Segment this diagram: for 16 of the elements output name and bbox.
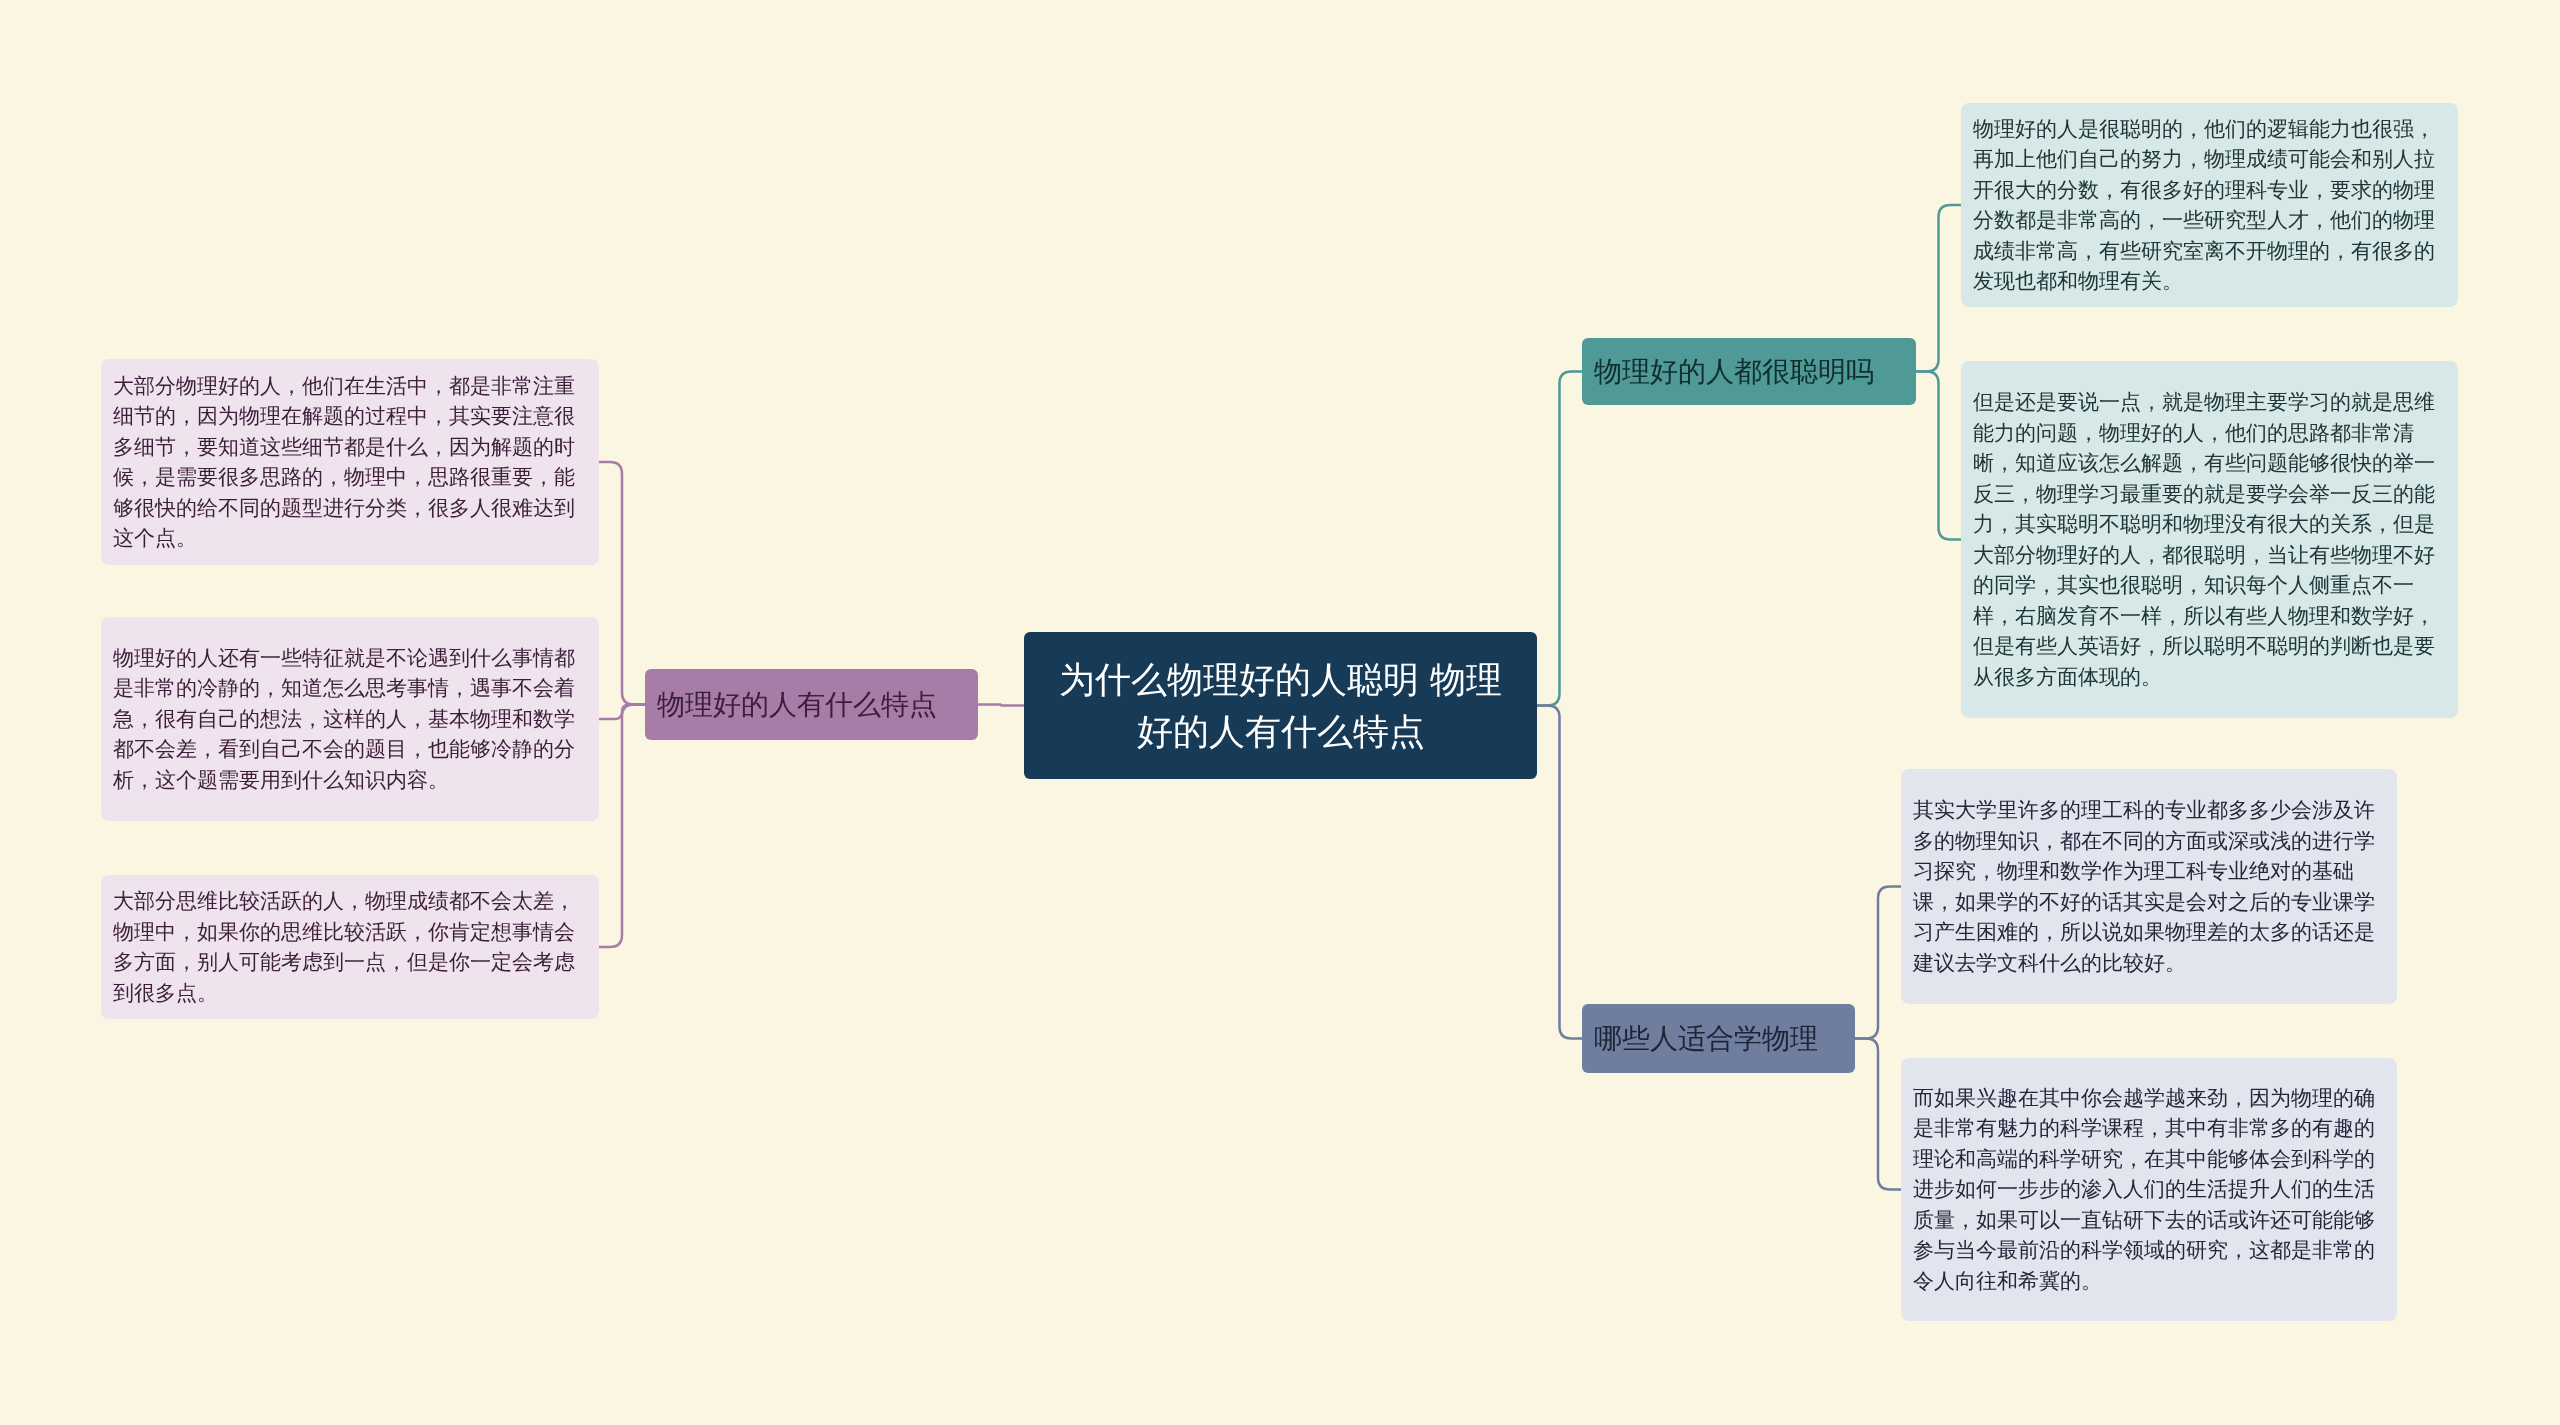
topic-box: 为什么物理好的人聪明 物理好的人有什么特点 [1024, 632, 1537, 779]
connector-line [978, 703, 1024, 707]
connector-line [1855, 1037, 1901, 1191]
note-box: 大部分物理好的人，他们在生活中，都是非常注重细节的，因为物理在解题的过程中，其实要注意很多细节，要知道这些细节都是什么，因为解题的时候，是需要很多思路的，物理中，思路很重要，能够很快的给不同的题型进行分类，很多人很难达到这个点。 [101, 359, 599, 565]
note-box: 物理好的人还有一些特征就是不论遇到什么事情都是非常的冷静的，知道怎么思考事情，遇事不会着急，很有自己的想法，这样的人，基本物理和数学都不会差，看到自己不会的题目，也能够冷静的分析，这个题需要用到什么知识内容。 [101, 617, 599, 821]
connector-line [599, 703, 645, 949]
note-box: 其实大学里许多的理工科的专业都多多少会涉及许多的物理知识，都在不同的方面或深或浅的进行学习探究，物理和数学作为理工科专业绝对的基础课，如果学的不好的话其实是会对之后的专业课学习产生困难的，所以说如果物理差的太多的话还是建议去学文科什么的比较好。 [1901, 769, 2397, 1004]
note-box: 大部分思维比较活跃的人，物理成绩都不会太差，物理中，如果你的思维比较活跃，你肯定想事情会多方面，别人可能考虑到一点，但是你一定会考虑到很多点。 [101, 875, 599, 1019]
connector-line [1916, 370, 1961, 541]
note-box: 但是还是要说一点，就是物理主要学习的就是思维能力的问题，物理好的人，他们的思路都非常清晰，知道应该怎么解题，有些问题能够很快的举一反三，物理学习最重要的就是要学会举一反三的能力，其实聪明不聪明和物理没有很大的关系，但是大部分物理好的人，都很聪明，当让有些物理不好的同学，其实也很聪明，知识每个人侧重点不一样，右脑发育不一样，所以有些人物理和数学好，但是有些人英语好，所以聪明不聪明的判断也是要从很多方面体现的。 [1961, 361, 2458, 718]
branch-box: 物理好的人有什么特点 [645, 669, 978, 740]
note-box: 物理好的人是很聪明的，他们的逻辑能力也很强，再加上他们自己的努力，物理成绩可能会和别人拉开很大的分数，有很多好的理科专业，要求的物理分数都是非常高的，一些研究型人才，他们的物理成绩非常高，有些研究室离不开物理的，有很多的发现也都和物理有关。 [1961, 103, 2458, 307]
note-box: 而如果兴趣在其中你会越学越来劲，因为物理的确是非常有魅力的科学课程，其中有非常多的有趣的理论和高端的科学研究，在其中能够体会到科学的进步如何一步步的渗入人们的生活提升人们的生活质量，如果可以一直钻研下去的话或许还可能能够参与当今最前沿的科学领域的研究，这都是非常的令人向往和希冀的。 [1901, 1058, 2397, 1321]
branch-box: 哪些人适合学物理 [1582, 1004, 1855, 1073]
branch-box: 物理好的人都很聪明吗 [1582, 338, 1916, 405]
connector-line [1537, 704, 1582, 1040]
